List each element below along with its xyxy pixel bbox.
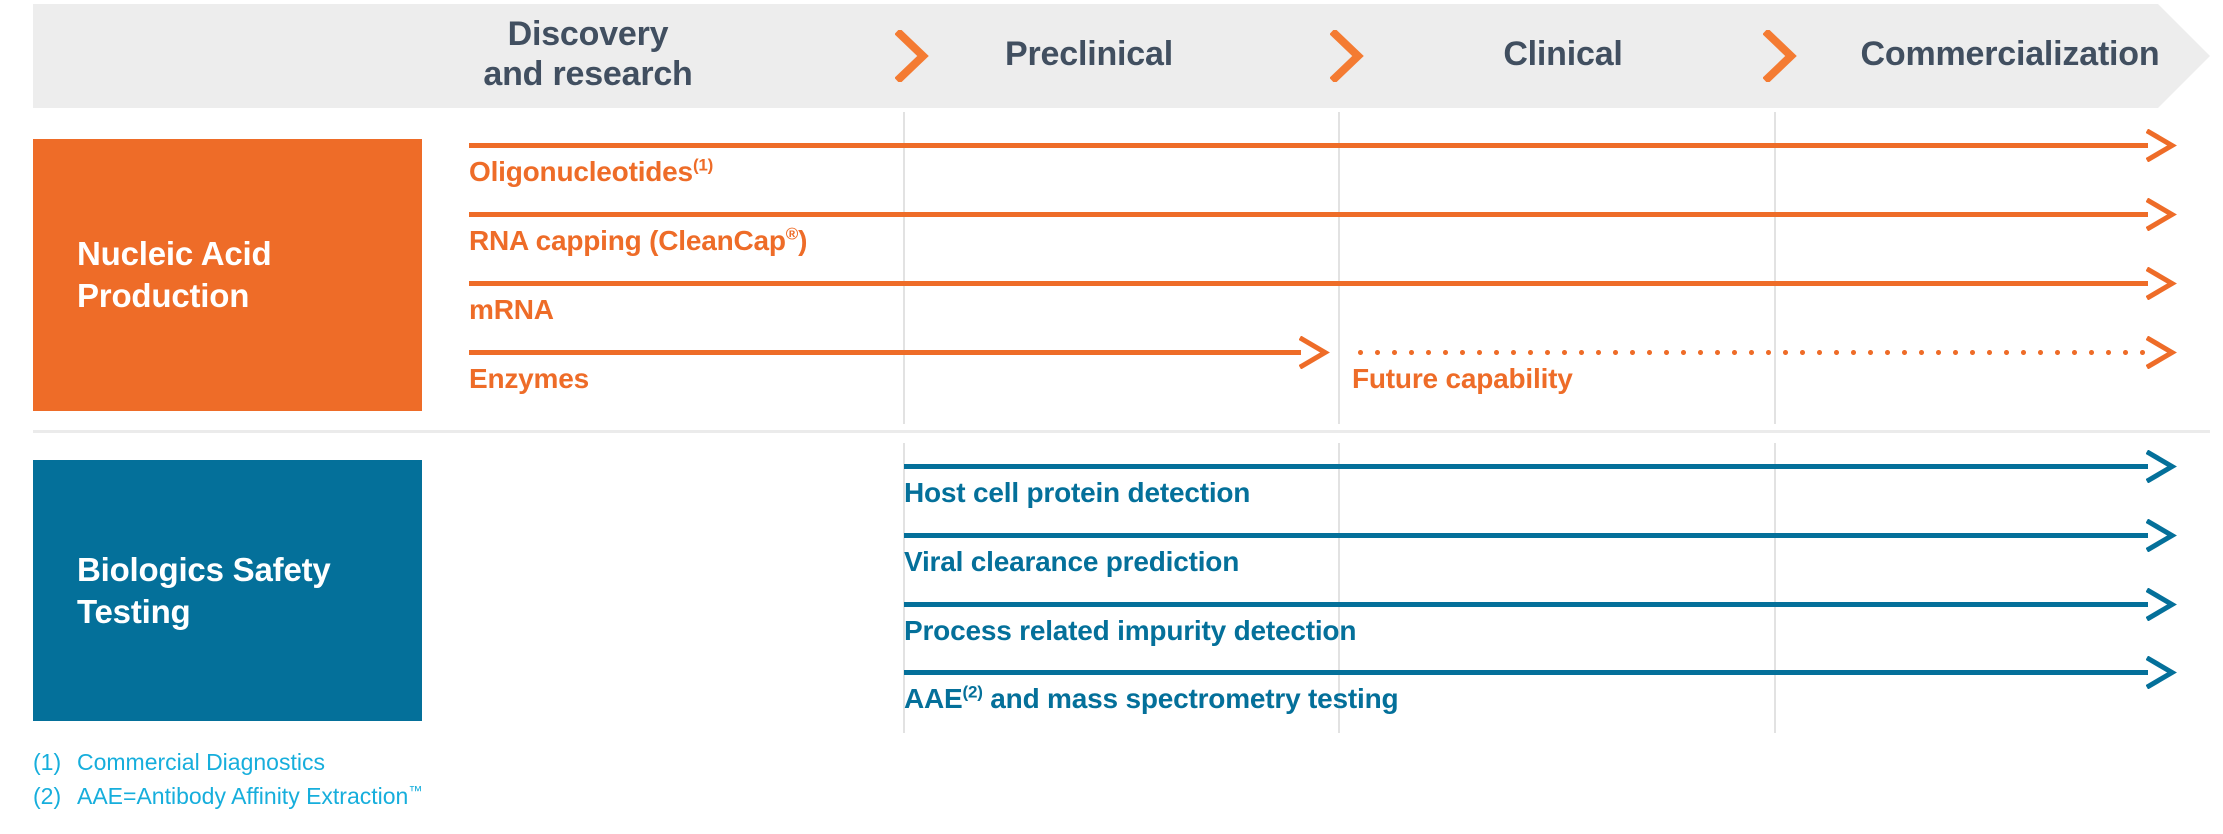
- footnote-item: (1) Commercial Diagnostics: [33, 745, 422, 779]
- track-line: [469, 143, 2148, 148]
- footnote-item: (2) AAE=Antibody Affinity Extraction™: [33, 779, 422, 813]
- track-label: Host cell protein detection: [904, 476, 1250, 510]
- category-title: Biologics Safety Testing: [77, 550, 331, 630]
- track-label-text: Enzymes: [469, 363, 589, 394]
- track-line-dotted-future: [1352, 350, 2145, 355]
- track-line-solid: [469, 350, 1301, 355]
- track-label-text: mRNA: [469, 294, 554, 325]
- footnote-text: AAE=Antibody Affinity Extraction™: [77, 779, 422, 813]
- phase-label-preclinical: Preclinical: [1005, 35, 1173, 73]
- track-label: Process related impurity detection: [904, 614, 1356, 648]
- track-line: [904, 464, 2148, 469]
- gridline-preclinical-clinical: [1338, 112, 1340, 424]
- arrowhead-icon: [2146, 588, 2177, 621]
- footnote-text: Commercial Diagnostics: [77, 749, 325, 775]
- track-line: [469, 212, 2148, 217]
- footnote-text-body: AAE=Antibody Affinity Extraction: [77, 783, 409, 809]
- category-box-nucleic-acid-production: Nucleic Acid Production: [33, 139, 422, 411]
- arrowhead-icon: [2146, 129, 2177, 162]
- arrowhead-icon: [2146, 267, 2177, 300]
- gridline-clinical-commercialization: [1774, 112, 1776, 424]
- footnote-marker: (1): [33, 749, 62, 775]
- arrowhead-icon: [2146, 336, 2177, 369]
- track-label-text: Host cell protein detection: [904, 477, 1251, 508]
- track-label-suffix: ): [798, 225, 808, 256]
- track-line: [469, 281, 2148, 286]
- phase-header-bar: Discovery and research Preclinical Clini…: [33, 4, 2210, 108]
- track-label: RNA capping (CleanCap®): [469, 224, 807, 258]
- track-label-text: Process related impurity detection: [904, 615, 1357, 646]
- footnote-marker: (2): [33, 783, 62, 809]
- track-label: Enzymes: [469, 362, 589, 396]
- phase-label-discovery: Discovery and research: [483, 15, 693, 93]
- arrowhead-icon: [2146, 656, 2177, 689]
- arrowhead-icon: [1299, 336, 1330, 369]
- gridline-preclinical-clinical: [1338, 443, 1340, 733]
- track-label-text: Viral clearance prediction: [904, 546, 1240, 577]
- track-secondary-label-text: Future capability: [1352, 363, 1573, 394]
- phase-bar-background: [33, 4, 2210, 108]
- footnotes-block: (1) Commercial Diagnostics (2) AAE=Antib…: [33, 745, 422, 813]
- registered-trademark-icon: ®: [785, 224, 799, 244]
- section-divider: [33, 430, 2210, 433]
- track-label: Oligonucleotides(1): [469, 155, 713, 189]
- category-box-biologics-safety-testing: Biologics Safety Testing: [33, 460, 422, 721]
- arrowhead-icon: [2146, 519, 2177, 552]
- footnote-ref: (2): [962, 682, 983, 702]
- track-label-text: Oligonucleotides: [469, 156, 693, 187]
- gridline-discovery-preclinical: [903, 443, 905, 733]
- track-label: Viral clearance prediction: [904, 545, 1239, 579]
- gridline-discovery-preclinical: [903, 112, 905, 424]
- trademark-icon: ™: [408, 782, 423, 799]
- track-line: [904, 602, 2148, 607]
- track-label-tail: and mass spectrometry testing: [982, 683, 1399, 714]
- phase-label-commercialization: Commercialization: [1860, 35, 2160, 73]
- chevron-right-icon: [895, 30, 929, 82]
- track-label: mRNA: [469, 293, 554, 327]
- track-label-future-capability: Future capability: [1352, 362, 1573, 396]
- arrowhead-icon: [2146, 198, 2177, 231]
- category-title: Nucleic Acid Production: [77, 235, 272, 314]
- track-line: [904, 533, 2148, 538]
- track-line: [904, 670, 2148, 675]
- track-label-text: RNA capping (CleanCap: [469, 225, 786, 256]
- chevron-right-icon: [1763, 30, 1797, 82]
- chevron-right-icon: [1330, 30, 1364, 82]
- phase-label-clinical: Clinical: [1503, 35, 1623, 73]
- footnote-ref: (1): [692, 155, 714, 175]
- track-label-text: AAE: [904, 683, 963, 714]
- track-label: AAE(2) and mass spectrometry testing: [904, 682, 1399, 716]
- arrowhead-icon: [2146, 450, 2177, 483]
- gridline-clinical-commercialization: [1774, 443, 1776, 733]
